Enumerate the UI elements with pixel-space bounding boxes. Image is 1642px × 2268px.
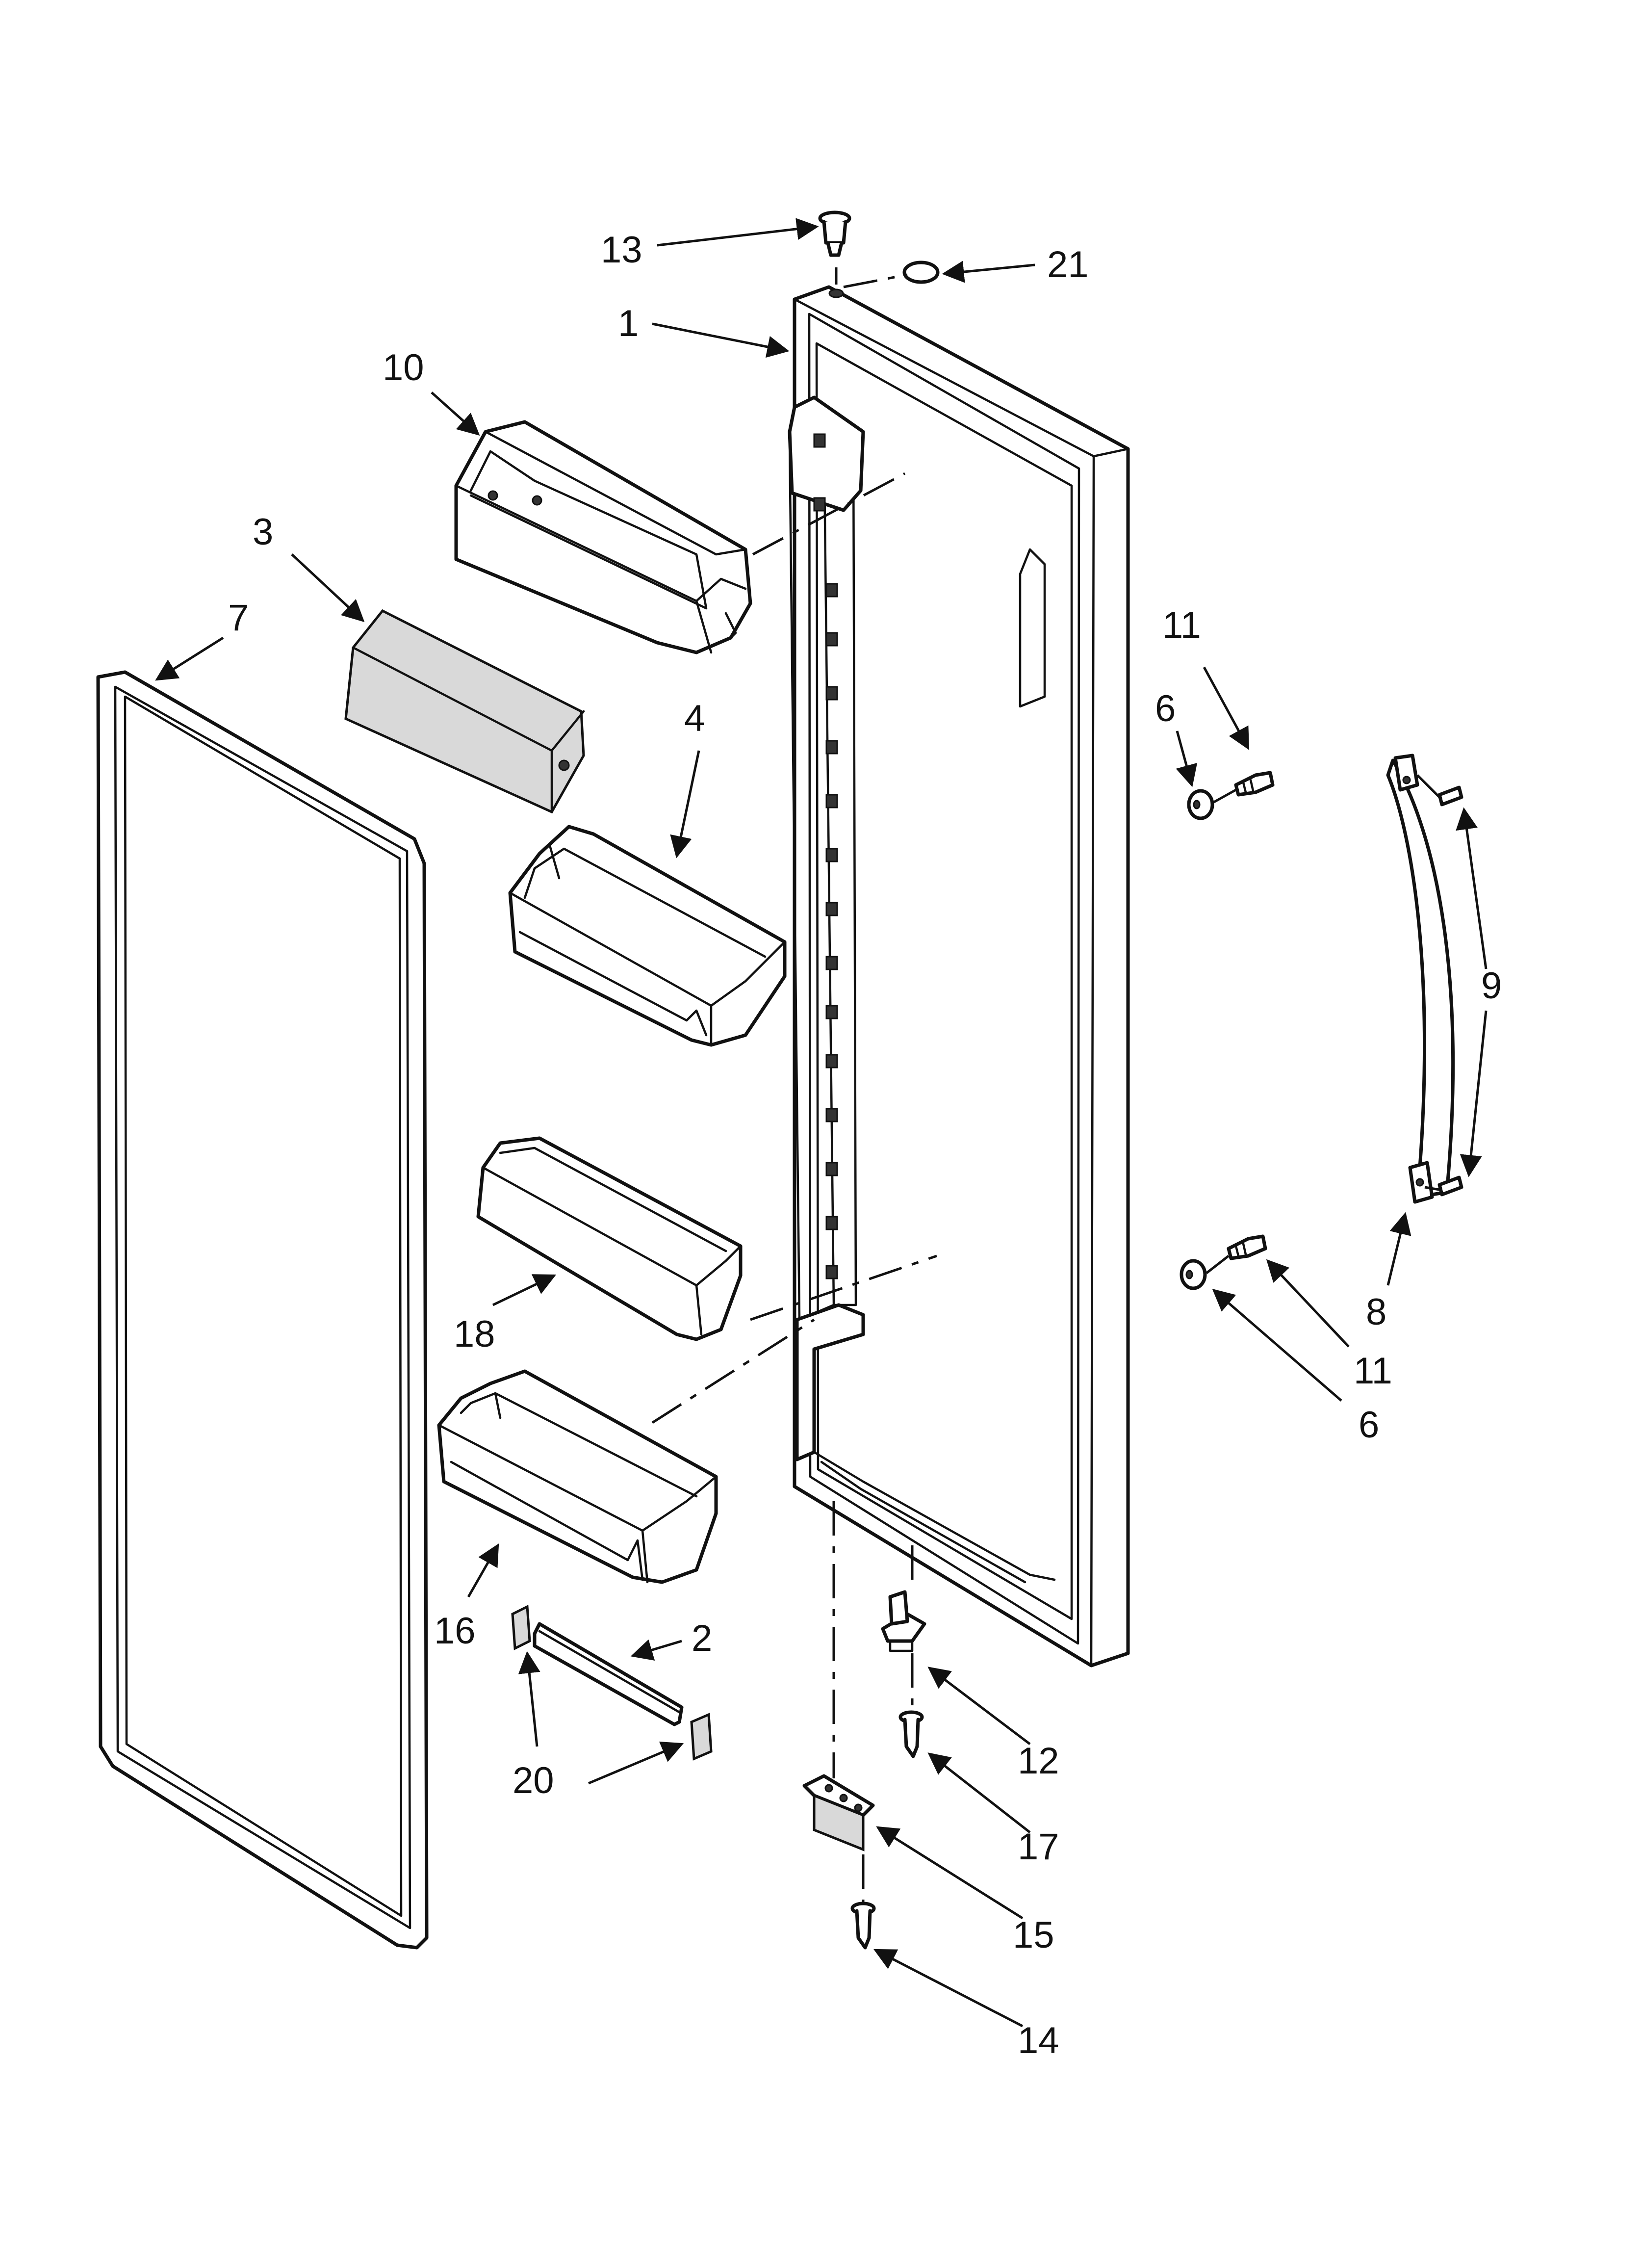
leader-arrows — [155, 218, 1488, 2028]
door-assembly — [788, 285, 1130, 1668]
callout-7: 7 — [228, 597, 249, 639]
callout-11-lower: 11 — [1354, 1350, 1392, 1392]
hinge-screw — [898, 1710, 924, 1758]
callout-6-upper: 6 — [1155, 688, 1176, 730]
callout-8: 8 — [1366, 1291, 1386, 1333]
rail-notches — [813, 433, 838, 1279]
callout-20: 20 — [513, 1760, 554, 1801]
hinge-mount-screw — [850, 1902, 876, 1950]
upper-handle-spacer — [1187, 789, 1214, 820]
callout-9: 9 — [1481, 965, 1502, 1007]
callout-6-lower: 6 — [1359, 1404, 1379, 1446]
callout-4: 4 — [684, 698, 705, 739]
top-hinge-pin — [818, 210, 851, 257]
callout-10: 10 — [383, 347, 424, 389]
lower-handle-screw — [1227, 1234, 1267, 1260]
callout-18: 18 — [454, 1313, 495, 1355]
callout-1: 1 — [618, 303, 639, 344]
door-gasket — [96, 670, 429, 1950]
callout-21: 21 — [1047, 244, 1089, 286]
lower-handle-spacer — [1180, 1259, 1207, 1290]
bottom-hinge-bushing — [881, 1590, 926, 1652]
trim-clips — [511, 1605, 713, 1761]
alignment-lines — [651, 267, 1440, 1903]
callout-11-upper: 11 — [1162, 604, 1201, 646]
upper-door-bin — [508, 825, 787, 1047]
callout-15: 15 — [1013, 1914, 1054, 1956]
callout-16: 16 — [434, 1610, 476, 1652]
callout-17: 17 — [1018, 1826, 1059, 1868]
callout-2: 2 — [692, 1617, 712, 1659]
callout-12: 12 — [1018, 1740, 1059, 1782]
callout-14: 14 — [1018, 2020, 1059, 2061]
handle-set-screws — [1437, 785, 1463, 1197]
callout-13: 13 — [601, 229, 642, 271]
o-ring — [902, 261, 940, 284]
upper-handle-screw — [1234, 771, 1275, 797]
callout-3: 3 — [253, 511, 273, 553]
bottom-hinge — [802, 1774, 875, 1851]
lower-door-bin — [437, 1369, 718, 1584]
dairy-door — [344, 609, 585, 814]
dairy-housing — [454, 420, 752, 654]
middle-door-bin — [476, 1136, 743, 1341]
trim-strip — [533, 1622, 684, 1726]
door-handle — [1386, 754, 1455, 1204]
callout-labels: 13 21 1 10 3 7 4 11 6 9 18 8 11 6 16 2 2… — [228, 229, 1502, 2061]
